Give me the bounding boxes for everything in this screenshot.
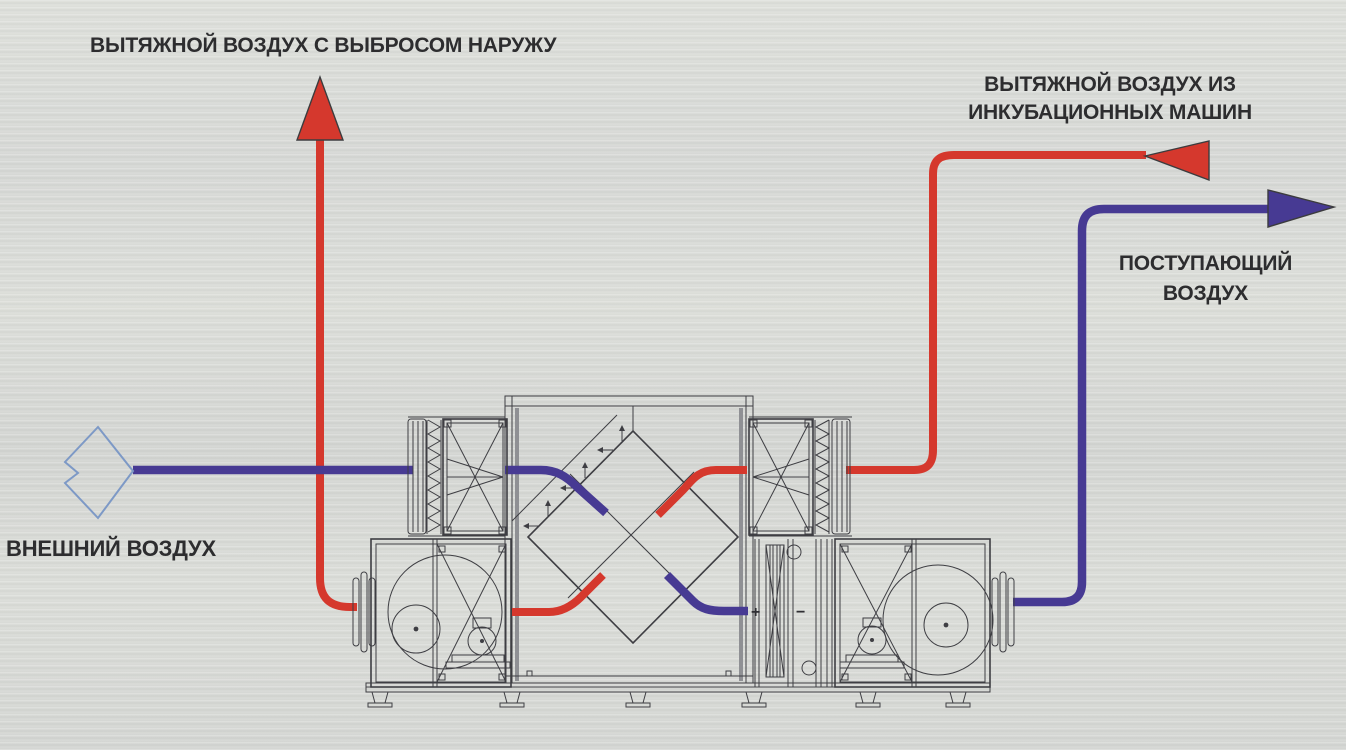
unit-base-frame [365,682,991,708]
heater-plus-sign: + [751,604,760,621]
fan-impeller [391,604,441,654]
label-supply-air-line1: ПОСТУПАЮЩИЙ [1118,252,1293,275]
heater-section: + − [751,539,833,687]
exhaust-air-path [295,74,1210,616]
exhaust-inlet-damper-section [748,416,852,537]
fan-scroll [387,554,503,670]
label-exhaust-outside: ВЫТЯЖНОЙ ВОЗДУХ С ВЫБРОСОМ НАРУЖУ [90,34,557,57]
label-supply-air-line2: ВОЗДУХ [1162,282,1249,305]
label-supply-air: ПОСТУПАЮЩИЙ ВОЗДУХ [1108,249,1303,309]
label-exhaust-from-incubators-line2: ИНКУБАЦИОННЫХ МАШИН [968,101,1252,124]
heater-pipe-connection-bottom [801,660,817,676]
label-exhaust-from-incubators-line1: ВЫТЯЖНОЙ ВОЗДУХ ИЗ [984,73,1236,96]
unit-feet [367,691,971,708]
exhaust-discharge-arrowhead [295,74,345,141]
supply-outlet-arrowhead [1267,189,1337,228]
exhaust-inlet-arrowhead [1142,140,1210,182]
supply-air-path [133,189,1337,616]
fan-impeller [923,602,969,648]
fan-motor-mount [862,617,882,628]
outside-air-arrow [63,425,135,520]
fan-motor [857,625,887,655]
heater-minus-sign: − [796,604,805,621]
heater-pipe-connection-top [786,544,802,560]
exhaust-fan-section [352,538,512,688]
intake-damper-section [407,416,508,537]
label-outside-air: ВНЕШНИЙ ВОЗДУХ [6,536,216,561]
fan-motor-mount [472,617,492,629]
heater-coil [765,544,785,678]
label-exhaust-from-incubators: ВЫТЯЖНОЙ ВОЗДУХ ИЗ ИНКУБАЦИОННЫХ МАШИН [950,71,1270,127]
fan-scroll [882,564,994,676]
supply-fan-section [834,538,1015,688]
